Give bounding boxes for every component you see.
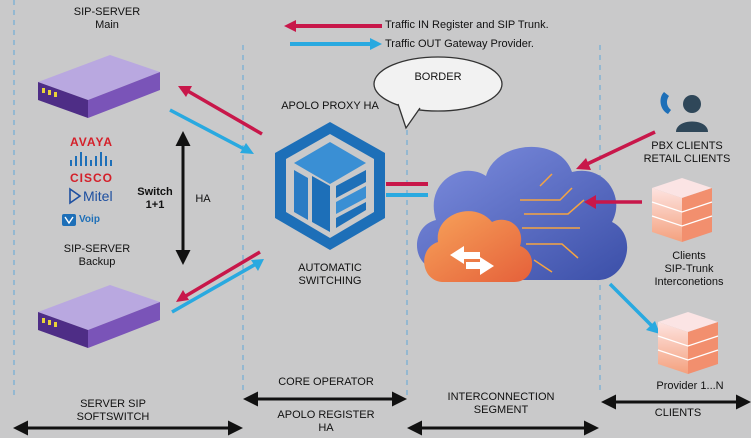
segment-server-sip-line1: SERVER SIP xyxy=(80,398,146,410)
proxy-cube-icon xyxy=(275,122,385,250)
segment-span-arrows xyxy=(12,391,751,436)
pbx-clients-line2: RETAIL CLIENTS xyxy=(643,153,731,165)
speech-bubble-icon xyxy=(373,56,503,130)
legend-in-label: Traffic IN Register and SIP Trunk. xyxy=(385,19,549,31)
sip-server-main-line2: Main xyxy=(95,19,119,31)
segment-clients-label: CLIENTS xyxy=(654,407,702,419)
legend-out-label: Traffic OUT Gateway Provider. xyxy=(385,38,534,50)
segment-interconnection-line1: INTERCONNECTION xyxy=(447,391,555,403)
switch-line1: Switch xyxy=(137,186,173,198)
brand-voip: Voip xyxy=(79,214,100,225)
brand-avaya: AVAYA xyxy=(70,135,114,149)
clients-trunk-line3: Interconetions xyxy=(654,276,724,288)
segment-server-sip-label: SERVER SIP SOFTSWITCH xyxy=(58,398,168,424)
proxy-cloud-links xyxy=(386,182,428,197)
sip-server-backup-label: SIP-SERVER Backup xyxy=(52,243,142,269)
mitel-mark-icon xyxy=(69,187,82,205)
legend-out-arrowhead xyxy=(370,38,382,50)
server-backup-icon xyxy=(38,285,160,348)
pbx-clients-label: PBX CLIENTS RETAIL CLIENTS xyxy=(632,140,742,166)
sip-server-main-label: SIP-SERVER Main xyxy=(62,6,152,32)
border-label: BORDER xyxy=(414,71,462,83)
switch-line2: 1+1 xyxy=(145,199,165,211)
pbx-clients-line1: PBX CLIENTS xyxy=(651,140,723,152)
cloud-icon xyxy=(416,146,628,282)
automatic-switching-label: AUTOMATIC SWITCHING xyxy=(276,262,384,288)
segment-apolo-register-line1: APOLO REGISTER xyxy=(277,409,375,421)
client-traffic-arrows xyxy=(576,130,660,334)
voip-mark-icon xyxy=(62,214,76,226)
provider-label: Provider 1...N xyxy=(656,380,724,392)
switch-label: Switch 1+1 xyxy=(132,186,178,212)
stack-icon-provider xyxy=(657,312,719,374)
legend-arrows xyxy=(284,20,382,50)
brand-mitel: Mitel xyxy=(83,188,113,204)
ha-label: HA xyxy=(195,193,211,205)
sip-server-backup-line2: Backup xyxy=(78,256,116,268)
segment-server-sip-line2: SOFTSWITCH xyxy=(76,411,150,423)
server-main-traffic xyxy=(169,86,263,154)
cisco-bars-icon xyxy=(70,152,112,166)
sip-server-backup-line1: SIP-SERVER xyxy=(63,243,131,255)
stack-icon-clients xyxy=(651,178,713,242)
segment-interconnection-label: INTERCONNECTION SEGMENT xyxy=(438,391,564,417)
clients-trunk-label: Clients SIP-Trunk Interconetions xyxy=(636,250,742,289)
segment-interconnection-line2: SEGMENT xyxy=(473,404,529,416)
server-backup-traffic xyxy=(171,250,264,314)
automatic-switching-line2: SWITCHING xyxy=(298,275,362,287)
server-main-icon xyxy=(38,55,160,118)
proxy-title-label: APOLO PROXY HA xyxy=(281,100,379,112)
segment-apolo-register-label: APOLO REGISTER HA xyxy=(268,409,384,435)
clients-trunk-line1: Clients xyxy=(672,250,706,262)
segment-apolo-register-line2: HA xyxy=(318,422,334,434)
segment-core-operator-label: CORE OPERATOR xyxy=(278,376,374,388)
brand-cisco: CISCO xyxy=(70,171,114,185)
legend-in-arrowhead xyxy=(284,20,296,32)
clients-trunk-line2: SIP-Trunk xyxy=(664,263,714,275)
sip-server-main-line1: SIP-SERVER xyxy=(73,6,141,18)
phone-user-icon xyxy=(660,92,708,132)
automatic-switching-line1: AUTOMATIC xyxy=(298,262,362,274)
